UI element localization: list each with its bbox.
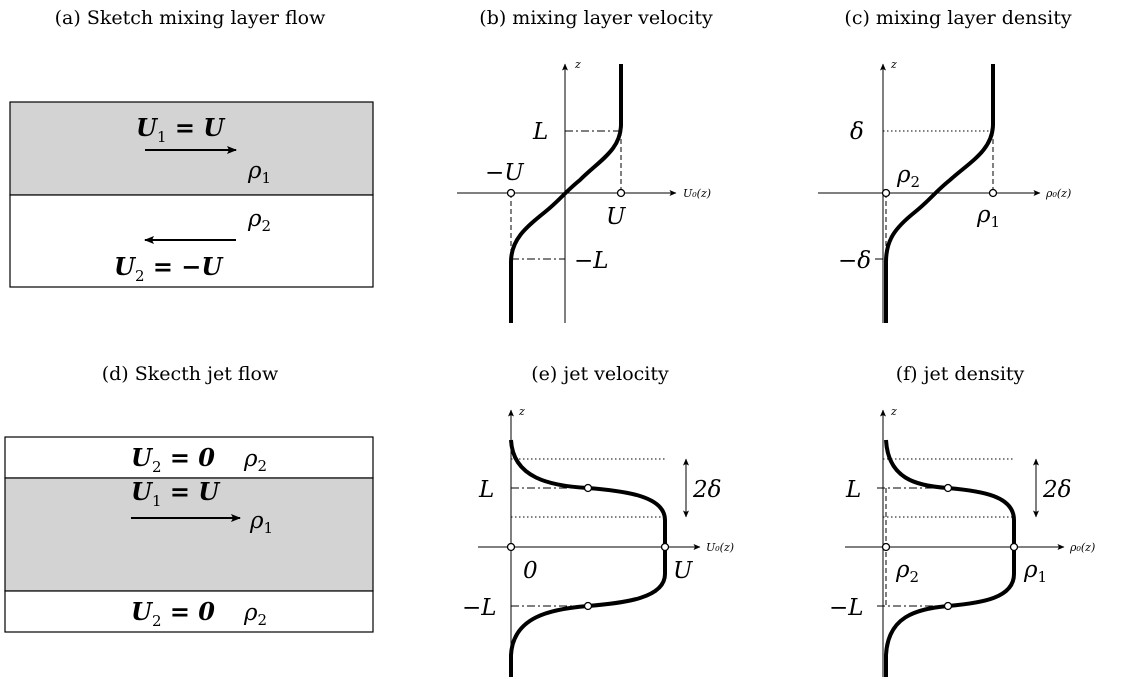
label-L: L: [532, 119, 548, 145]
panel-a: U1 = U ρ1 ρ2 U2 = −U: [9, 101, 374, 288]
x-axis-label: U₀(z): [706, 541, 734, 554]
top-row-density: ρ2: [243, 446, 267, 475]
label-L: L: [845, 477, 861, 503]
velocity-profile: [509, 64, 623, 323]
caption-c: (c) mixing layer density: [844, 7, 1071, 29]
label-minus-L: −L: [574, 248, 609, 274]
caption-e: (e) jet velocity: [531, 363, 669, 385]
bottom-layer: [4, 590, 374, 633]
panel-b: z U₀(z) L −U U −L: [457, 58, 711, 323]
panel-d: U2 = 0 ρ2 U1 = U ρ1 U2 = 0 ρ2: [4, 436, 374, 633]
label-0: 0: [523, 558, 538, 584]
upper-velocity-label: U1 = U: [136, 113, 226, 146]
label-U: U: [673, 558, 694, 584]
density-profile: [884, 439, 1016, 677]
point-rho2: [881, 542, 891, 552]
panel-f: z ρ₀(z) L 2δ ρ2 ρ1 −L: [829, 405, 1095, 677]
label-2delta: 2δ: [692, 477, 721, 503]
label-rho2: ρ2: [896, 162, 920, 191]
label-L: L: [478, 477, 494, 503]
mid-velocity-label: U1 = U: [131, 477, 221, 510]
top-layer: [4, 436, 374, 479]
label-minus-delta: −δ: [838, 248, 871, 274]
point-U: [616, 188, 626, 198]
upper-layer: [9, 101, 374, 196]
label-rho1: ρ1: [976, 202, 1000, 231]
caption-f: (f) jet density: [896, 363, 1025, 385]
x-axis-label: U₀(z): [683, 187, 711, 200]
point-0: [506, 542, 516, 552]
middle-layer: [4, 477, 374, 592]
label-rho1: ρ1: [1023, 557, 1047, 586]
mid-density-label: ρ1: [249, 508, 273, 537]
label-minus-L: −L: [829, 595, 864, 621]
caption-d: (d) Skecth jet flow: [102, 363, 279, 385]
point-U: [660, 542, 670, 552]
top-row-label: U2 = 0: [131, 443, 215, 476]
panel-e: z U₀(z) L 2δ 0 U −L: [462, 405, 734, 677]
caption-a: (a) Sketch mixing layer flow: [55, 7, 326, 29]
bottom-row-density: ρ2: [243, 600, 267, 629]
z-axis-label: z: [574, 58, 581, 71]
z-axis-label: z: [890, 405, 897, 418]
label-delta: δ: [850, 119, 864, 145]
label-minus-L: −L: [462, 595, 497, 621]
density-profile: [884, 64, 995, 323]
point-L: [583, 483, 593, 493]
point-rho2: [881, 188, 891, 198]
z-axis-label: z: [518, 405, 525, 418]
point-rho1: [1009, 542, 1019, 552]
velocity-profile: [509, 439, 667, 677]
point-minus-U: [506, 188, 516, 198]
caption-b: (b) mixing layer velocity: [479, 7, 713, 29]
panel-c: z ρ₀(z) δ ρ2 ρ1 −δ: [818, 58, 1071, 323]
label-rho2: ρ2: [895, 557, 919, 586]
upper-density-label: ρ1: [247, 158, 271, 187]
x-axis-label: ρ₀(z): [1069, 541, 1095, 554]
point-minus-L: [943, 601, 953, 611]
label-2delta: 2δ: [1042, 477, 1071, 503]
label-U: U: [606, 204, 627, 230]
point-rho1: [988, 188, 998, 198]
lower-velocity-label: U2 = −U: [114, 252, 224, 285]
x-axis-label: ρ₀(z): [1045, 187, 1071, 200]
label-minus-U: −U: [485, 160, 525, 186]
lower-density-label: ρ2: [247, 206, 271, 235]
point-minus-L: [583, 601, 593, 611]
bottom-row-label: U2 = 0: [131, 597, 215, 630]
point-L: [943, 483, 953, 493]
z-axis-label: z: [890, 58, 897, 71]
